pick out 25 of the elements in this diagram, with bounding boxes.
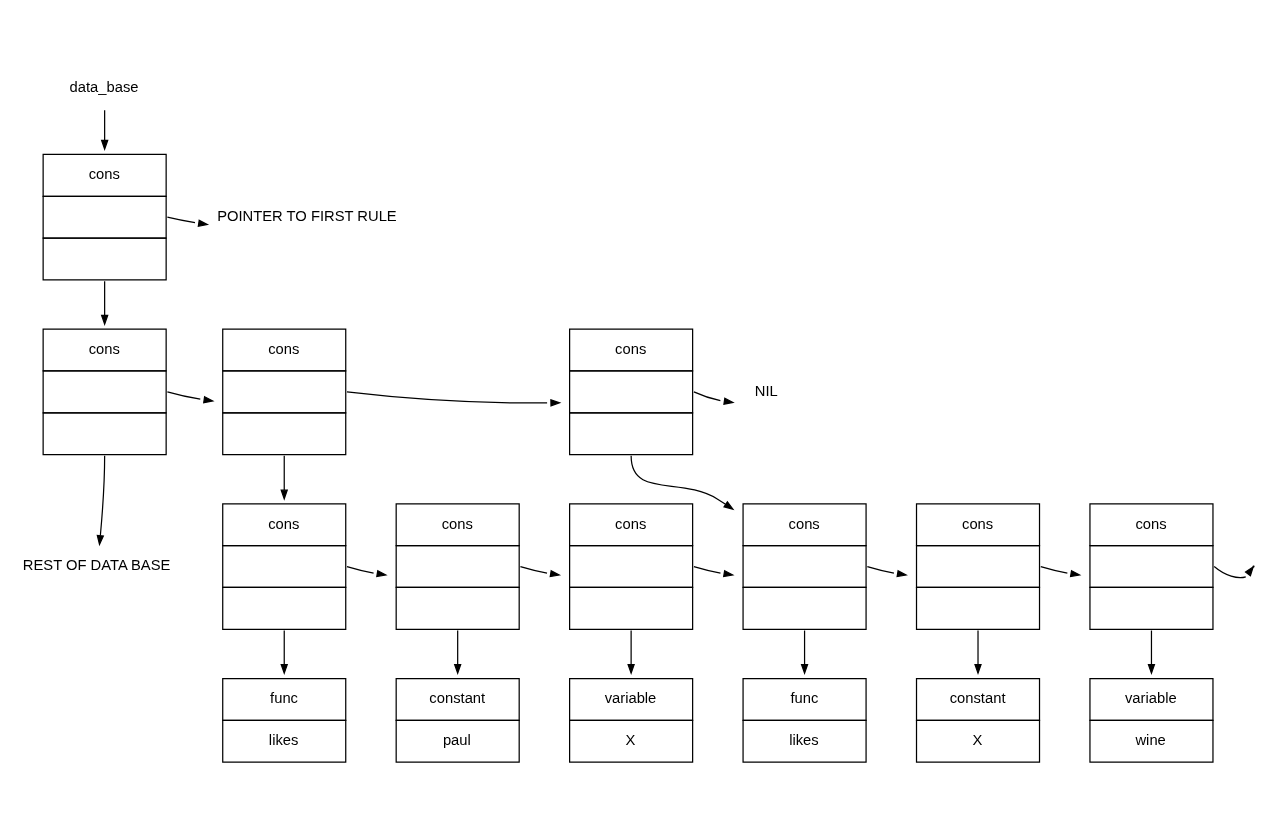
arrow	[346, 390, 562, 407]
arrow	[100, 109, 109, 151]
node-text: NIL	[754, 382, 778, 399]
arrow	[166, 216, 210, 227]
arrow	[693, 390, 735, 405]
arrow	[519, 565, 562, 577]
arrow	[627, 629, 635, 675]
arrow	[630, 454, 735, 510]
arrow	[866, 565, 908, 577]
arrow	[100, 280, 109, 326]
arrow	[693, 565, 735, 577]
arrow	[166, 390, 215, 403]
arrow	[974, 629, 982, 675]
arrow	[453, 629, 462, 675]
arrow	[96, 454, 106, 546]
arrow	[1213, 564, 1255, 578]
node-text: data_base	[69, 78, 139, 95]
node-text: REST OF DATA BASE	[22, 556, 171, 573]
arrow	[800, 629, 809, 675]
arrow	[1040, 565, 1082, 577]
arrow	[1147, 629, 1156, 675]
arrow	[280, 629, 289, 675]
arrow	[346, 565, 388, 577]
arrow	[280, 454, 289, 501]
node-text: POINTER TO FIRST RULE	[217, 207, 397, 224]
